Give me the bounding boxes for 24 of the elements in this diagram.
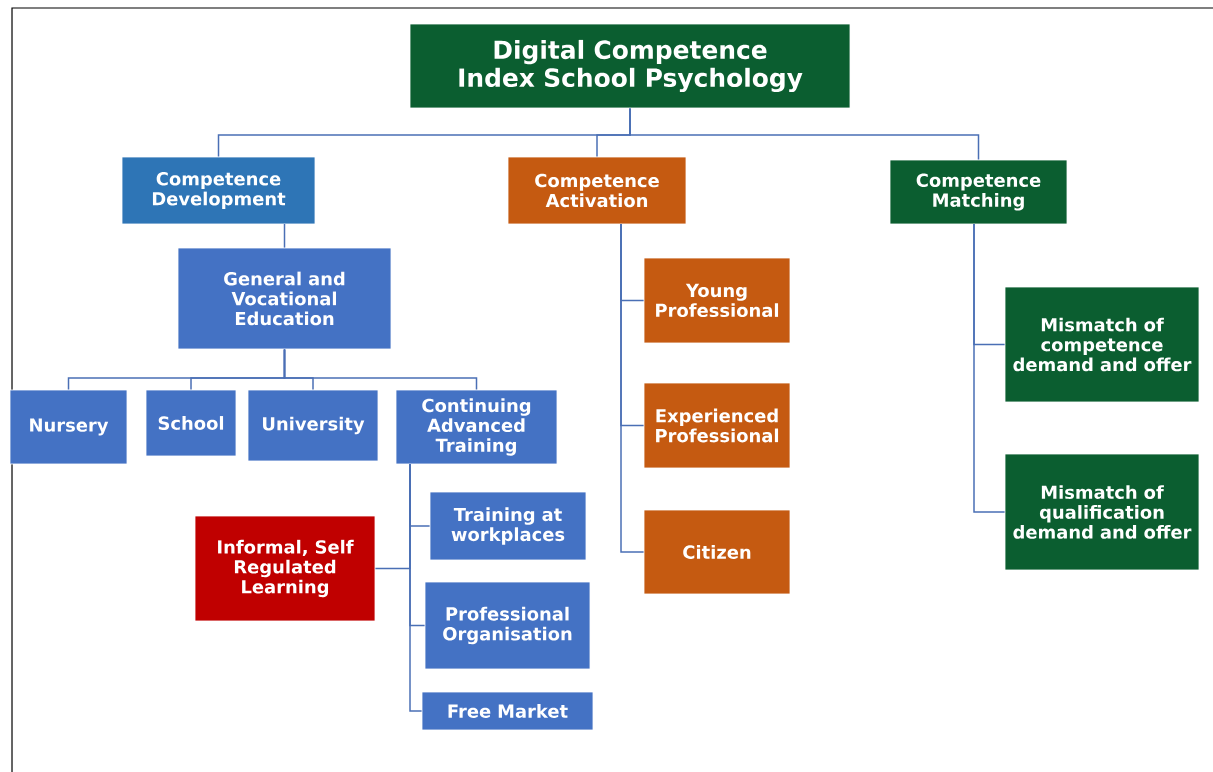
category-box: Competence Activation: [507, 156, 687, 225]
heading-box: Mismatch of qualification demand and offer: [1004, 453, 1200, 571]
category-box: Free Market: [421, 691, 594, 731]
connector-line: [973, 223, 1006, 513]
category-box: Citizen: [643, 509, 791, 595]
category-box: Continuing Advanced Training: [395, 389, 558, 465]
category-box: Informal, Self Regulated Learning: [194, 515, 376, 622]
heading-box: Digital Competence Index School Psychology: [409, 23, 851, 109]
heading-box: Competence Matching: [889, 159, 1068, 225]
heading-box: Mismatch of competence demand and offer: [1004, 286, 1200, 403]
category-box: General and Vocational Education: [177, 247, 392, 350]
category-box: School: [145, 389, 237, 457]
category-box: Nursery: [9, 389, 128, 465]
connector-line: [409, 463, 423, 712]
category-box: University: [247, 389, 379, 462]
connector-line: [283, 223, 286, 249]
category-box: Professional Organisation: [424, 581, 591, 670]
category-box: Training at workplaces: [429, 491, 587, 561]
category-box: Young Professional: [643, 257, 791, 344]
connector-line: [620, 223, 645, 553]
connector-line: [283, 348, 478, 391]
category-box: Competence Development: [121, 156, 316, 225]
category-box: Experienced Professional: [643, 382, 791, 469]
connector-line: [629, 107, 980, 161]
